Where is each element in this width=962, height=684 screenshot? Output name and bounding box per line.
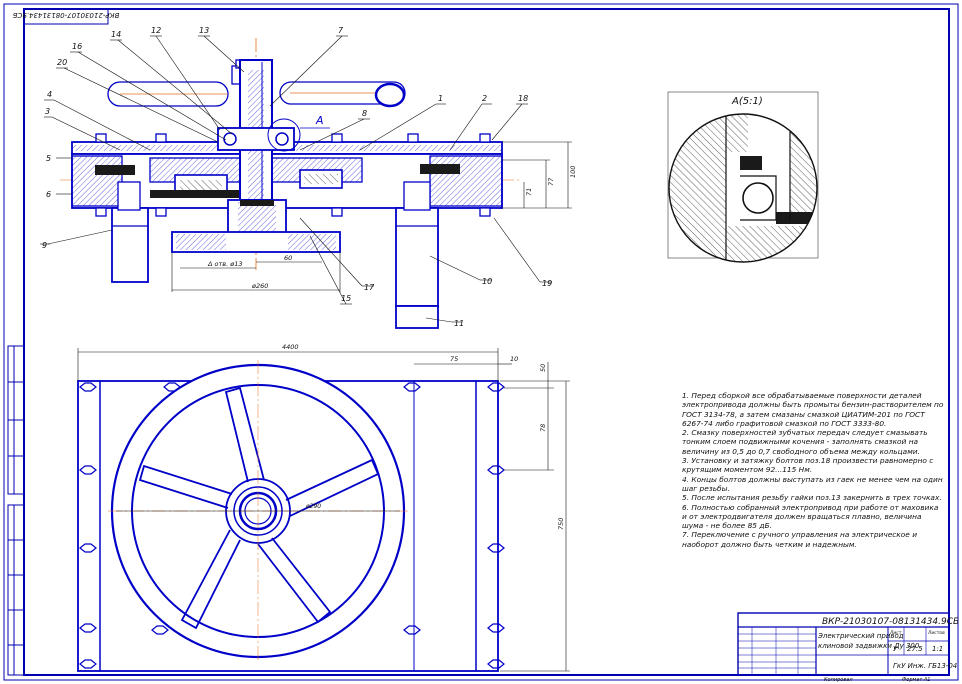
pos-19: 19 [542,279,552,288]
pos-12: 12 [151,26,161,35]
pos-20: 20 [57,58,67,67]
dim-78: 78 [539,424,547,432]
top-view [77,360,505,672]
dim-holes: Δ отв. ø13 [207,260,243,268]
title-block [700,612,950,676]
title-name-2: клиновой задвижки Ду 300 [818,642,920,650]
note-5: 5. После испытания резьбу гайки поз.13 з… [682,493,942,503]
leader-lines [40,35,552,323]
detail-a: А(5:1) [667,91,819,263]
dim-50: 50 [539,364,547,372]
handwheel-handle [107,59,406,108]
section-label-a: А [315,114,324,127]
pos-13: 13 [199,26,209,35]
pos-2: 2 [482,94,487,103]
sheet-frame [3,3,959,681]
title-sheet: Лист [889,630,902,636]
pos-18: 18 [518,94,528,103]
pos-17: 17 [364,283,375,292]
pos-16: 16 [72,42,82,51]
note-4: 4. Концы болтов должны выступать из гаек… [682,474,943,493]
title-sheets: Листов [927,630,945,636]
dim-60: 60 [284,254,292,262]
dim-4400: 4400 [282,343,299,351]
pos-4: 4 [47,90,52,99]
pos-5: 5 [46,154,51,163]
title-mass: 27.5 [907,645,923,653]
dim-260: ø260 [251,282,268,290]
title-org: ГкУ Инж. ГБ13-04 [893,662,957,670]
dim-100: 100 [569,166,577,178]
title-designation: ВКР-21030107-08131434.9СБ [822,617,959,627]
format-label: Формат А1 [902,677,930,683]
pos-1: 1 [438,94,443,103]
pos-10: 10 [482,277,492,286]
dim-77: 77 [547,177,555,186]
wheel-spokes [138,386,380,630]
dim-75: 75 [450,355,458,363]
note-7: 7. Переключение с ручного управления на … [682,530,917,549]
pos-14: 14 [111,30,121,39]
technical-notes: 1. Перед сборкой все обрабатываемые пове… [682,391,944,549]
title-stage: У [893,645,898,653]
bolt-heads [79,382,505,669]
pos-9: 9 [42,241,47,250]
note-6: 6. Полностью собранный электропривод при… [682,502,939,531]
section-view [60,38,520,329]
pos-3: 3 [45,107,50,116]
section-dimensions [171,141,572,292]
note-1: 1. Перед сборкой все обрабатываемые пове… [682,391,944,428]
leader-numbers: 1 2 3 4 5 6 7 8 9 10 11 12 13 14 15 16 1… [42,26,552,328]
top-dimensions [77,348,570,672]
dim-750: 750 [557,518,565,530]
pos-7: 7 [338,26,344,35]
copy-label: Копировал [824,677,853,683]
stamp-text: ВКР-21030107-08131434.9СБ [12,11,119,19]
dim-71: 71 [525,188,533,196]
pos-11: 11 [454,319,464,328]
rotated-stamp: ВКР-21030107-08131434.9СБ [12,8,119,25]
note-2: 2. Смазку поверхностей зубчатых передач … [682,428,928,456]
pos-8: 8 [362,109,367,118]
pos-6: 6 [46,190,51,199]
pos-15: 15 [341,294,351,303]
note-3: 3. Установку и затяжку болтов поз.18 про… [682,456,934,475]
dim-290: ø290 [305,503,321,510]
title-name-1: Электрический привод [817,632,904,640]
title-scale: 1:1 [932,645,943,653]
dim-10: 10 [510,355,518,363]
detail-label: А(5:1) [731,96,763,107]
